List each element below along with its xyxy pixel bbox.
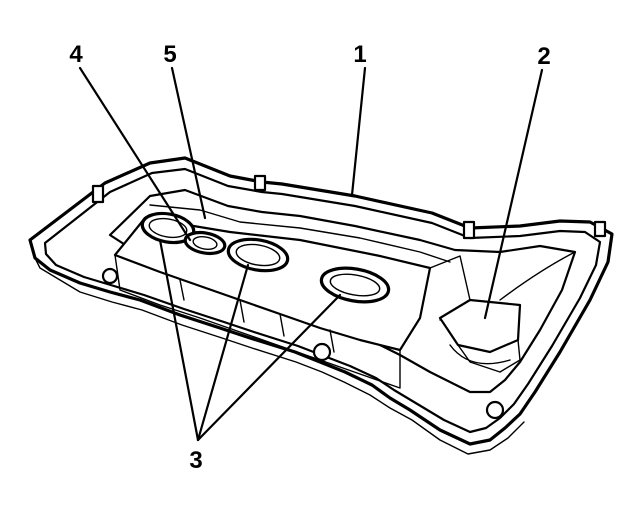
bolt-boss <box>101 267 119 285</box>
leader-line-2 <box>483 68 544 320</box>
leader-line-3c <box>196 293 342 442</box>
bolt-boss <box>462 220 476 240</box>
leader-line-5 <box>170 66 207 220</box>
bolt-boss <box>485 400 505 420</box>
callouts: 1 2 3 4 5 <box>69 41 550 474</box>
callout-3: 3 <box>189 447 202 474</box>
bolt-boss <box>312 342 332 362</box>
leader-line-4 <box>78 66 192 242</box>
bolt-boss <box>593 220 607 238</box>
bolt-boss <box>253 174 267 192</box>
callout-4: 4 <box>69 41 83 68</box>
leader-line-1 <box>350 66 367 197</box>
leader-lines <box>78 66 544 442</box>
bolt-boss <box>91 184 105 204</box>
callout-2: 2 <box>537 43 550 70</box>
bolt-bosses <box>91 174 607 420</box>
callout-5: 5 <box>163 41 176 68</box>
leader-line-3b <box>196 263 250 442</box>
leader-line-3a <box>158 238 200 442</box>
coil-openings <box>140 211 391 304</box>
callout-1: 1 <box>353 41 366 68</box>
